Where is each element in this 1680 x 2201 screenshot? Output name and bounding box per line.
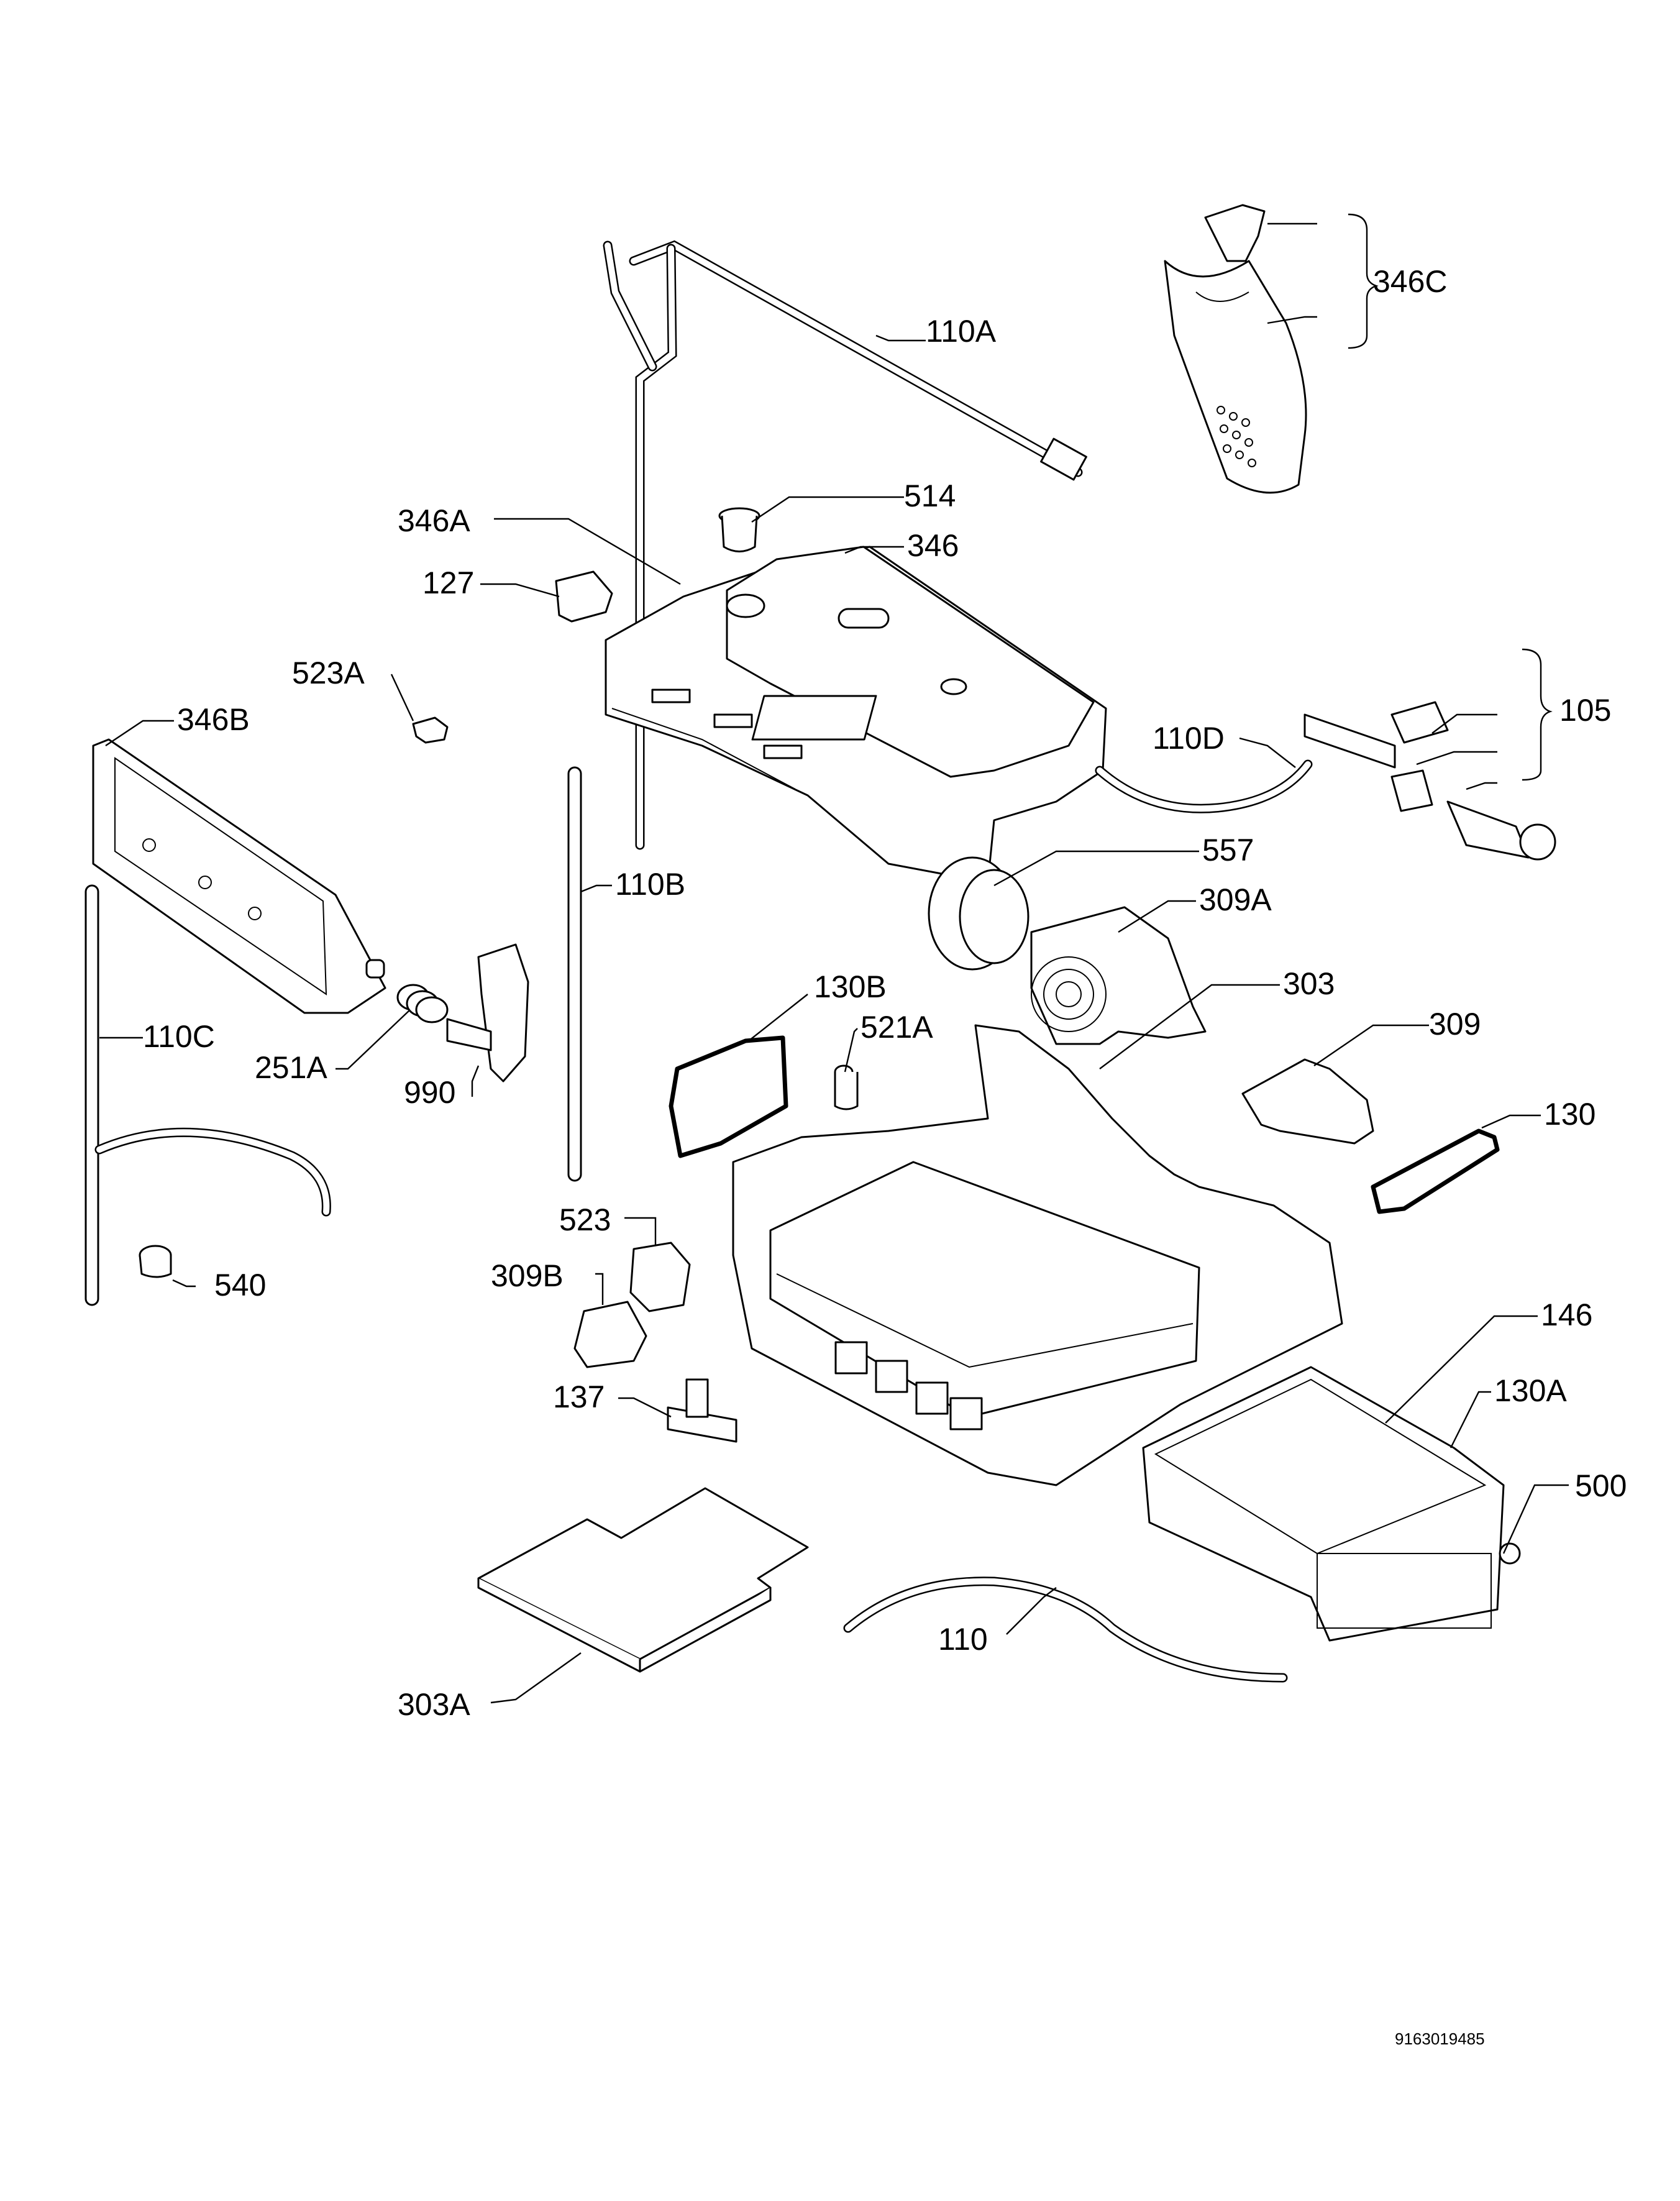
callout-523A: 523A (292, 656, 365, 690)
callout-110D: 110D (1153, 721, 1225, 756)
part-990-bracket (446, 943, 529, 1082)
callout-346B: 346B (177, 702, 250, 737)
part-110B-rod (567, 766, 582, 1182)
callout-346C: 346C (1373, 264, 1448, 299)
callout-540: 540 (214, 1268, 266, 1302)
callout-130: 130 (1544, 1097, 1596, 1132)
callout-130B: 130B (814, 969, 887, 1004)
callout-346A: 346A (398, 503, 470, 538)
callout-110B: 110B (615, 867, 685, 902)
callout-251A: 251A (255, 1050, 327, 1085)
callout-146: 146 (1541, 1297, 1592, 1332)
part-309A-fan-housing (1030, 906, 1207, 1045)
callout-309B: 309B (491, 1258, 564, 1293)
part-127-clip (555, 570, 613, 623)
vent-holes (1217, 406, 1256, 467)
callout-130A: 130A (1494, 1373, 1567, 1408)
part-303A-pad (477, 1487, 809, 1673)
part-521A-sleeve (834, 1064, 859, 1110)
callout-303A: 303A (398, 1687, 470, 1722)
callout-110: 110 (938, 1622, 988, 1657)
part-105-valve-assembly (1303, 701, 1556, 861)
part-110D-hose (1095, 759, 1313, 813)
part-303-base-housing (732, 1024, 1343, 1486)
callout-labels: 110A 346C 514 346A 346 127 523A 346B 110… (143, 264, 1627, 1722)
callout-521A: 521A (861, 1010, 933, 1045)
part-523-relay (629, 1242, 691, 1312)
part-309-duct (1241, 1058, 1374, 1145)
callout-557: 557 (1202, 833, 1254, 867)
document-number: 9163019485 (1395, 2029, 1485, 2048)
part-514-cap (718, 507, 760, 552)
callout-346: 346 (907, 528, 959, 563)
part-137-sensor (667, 1378, 737, 1443)
callout-309A: 309A (1199, 882, 1272, 917)
callout-303: 303 (1283, 966, 1335, 1001)
part-251A-spring (396, 984, 449, 1023)
part-110C-rod (84, 884, 331, 1306)
part-110-hose (843, 1576, 1288, 1683)
callout-514: 514 (904, 478, 956, 513)
leader-lines (99, 213, 1569, 1704)
part-540-cap (139, 1245, 172, 1278)
part-110A-tube (603, 240, 1087, 850)
part-346-dispenser-housing (605, 546, 1107, 884)
part-523A-clip (412, 716, 449, 744)
callout-990: 990 (404, 1075, 455, 1110)
part-346C-drawer-insert (1164, 204, 1307, 494)
part-500-knob (1499, 1542, 1521, 1565)
callout-137: 137 (553, 1380, 605, 1414)
callout-500: 500 (1575, 1468, 1627, 1503)
part-130B-gasket (669, 1035, 788, 1158)
callout-110A: 110A (926, 314, 997, 349)
part-130-gasket (1371, 1128, 1500, 1214)
part-309B-clip (573, 1301, 647, 1368)
part-146-condenser (1142, 1366, 1505, 1642)
callout-523: 523 (559, 1202, 611, 1237)
callout-105: 105 (1559, 693, 1611, 728)
part-346B-panel (92, 738, 386, 1014)
callout-110C: 110C (143, 1019, 215, 1054)
callout-127: 127 (422, 565, 474, 600)
callout-309: 309 (1429, 1007, 1481, 1041)
